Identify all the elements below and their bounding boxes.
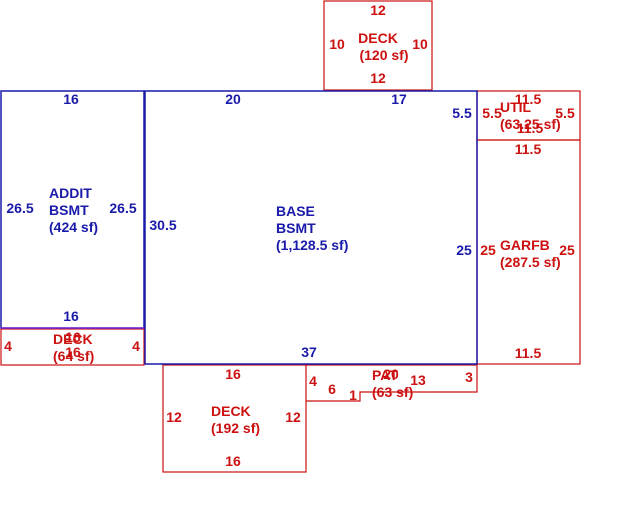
addit-label-1: ADDIT	[49, 185, 92, 201]
base-label-1: BASE	[276, 203, 315, 219]
base-label-2: BSMT	[276, 220, 316, 236]
garfb-label: GARFB	[500, 237, 550, 253]
addit-label-2: BSMT	[49, 202, 89, 218]
deck-left-dim-left: 4	[4, 338, 12, 354]
base-area: (1,128.5 sf)	[276, 237, 348, 253]
garfb-dim-right: 25	[559, 242, 575, 258]
pat-label: PAT	[372, 367, 398, 383]
deck-top-dim-left: 10	[329, 36, 345, 52]
deck-bottom-dim-left: 12	[166, 409, 182, 425]
util-dim-top: 11.5	[515, 91, 542, 107]
base-dim-left: 30.5	[149, 217, 176, 233]
addit-dim-top: 16	[63, 91, 79, 107]
deck-top-dim-right: 10	[412, 36, 428, 52]
pat-dim-step-h: 6	[328, 381, 336, 397]
util-area: (63.25 sf)	[500, 116, 561, 132]
util-dim-left: 5.5	[482, 105, 502, 121]
deck-left-area: (64 sf)	[53, 348, 94, 364]
deck-top-outline	[323, 0, 433, 91]
deck-bottom-area: (192 sf)	[211, 420, 260, 436]
pat-area: (63 sf)	[372, 384, 413, 400]
deck-left-dim-bottom: 16	[65, 344, 81, 360]
util-dim-bottom: 11.5	[515, 141, 542, 157]
deck-top-area: (120 sf)	[359, 47, 408, 63]
pat-dim-top: 20	[383, 366, 399, 382]
deck-left-dim-top: 16	[65, 329, 81, 345]
deck-bottom-outline	[162, 364, 307, 473]
util-label: UTIL	[500, 99, 532, 115]
base-dim-top-right: 17	[391, 91, 407, 107]
deck-top-dim-bottom: 12	[370, 70, 386, 86]
pat-dim-step-v: 1	[349, 387, 357, 403]
deck-bottom-label: DECK	[211, 403, 251, 419]
deck-bottom-dim-bottom: 16	[225, 453, 241, 469]
base-dim-right: 25	[456, 242, 472, 258]
pat-dim-bottom: 13	[410, 372, 426, 388]
util-dim-inner: 11.5	[517, 120, 544, 136]
addit-area: (424 sf)	[49, 219, 98, 235]
base-dim-bottom: 37	[301, 344, 317, 360]
deck-top-label: DECK	[358, 30, 398, 46]
base-bsmt-outline	[144, 90, 478, 365]
deck-top-dim-top: 12	[370, 2, 386, 18]
garfb-dim-left: 25	[480, 242, 496, 258]
addit-dim-left: 26.5	[6, 200, 33, 216]
pat-dim-left: 4	[309, 373, 317, 389]
deck-left-dim-right: 4	[132, 338, 140, 354]
util-dim-right: 5.5	[555, 105, 575, 121]
addit-dim-bottom: 16	[63, 308, 79, 324]
pat-outline	[306, 364, 478, 402]
pat-dim-right: 3	[465, 369, 473, 385]
deck-bottom-dim-top: 16	[225, 366, 241, 382]
base-dim-right-top: 5.5	[452, 105, 472, 121]
base-dim-top-left: 20	[225, 91, 241, 107]
deck-left-outline	[0, 328, 145, 366]
addit-dim-right: 26.5	[109, 200, 136, 216]
deck-left-label: DECK	[53, 331, 93, 347]
deck-bottom-dim-right: 12	[285, 409, 301, 425]
garfb-area: (287.5 sf)	[500, 254, 561, 270]
garfb-dim-bottom: 11.5	[515, 345, 542, 361]
